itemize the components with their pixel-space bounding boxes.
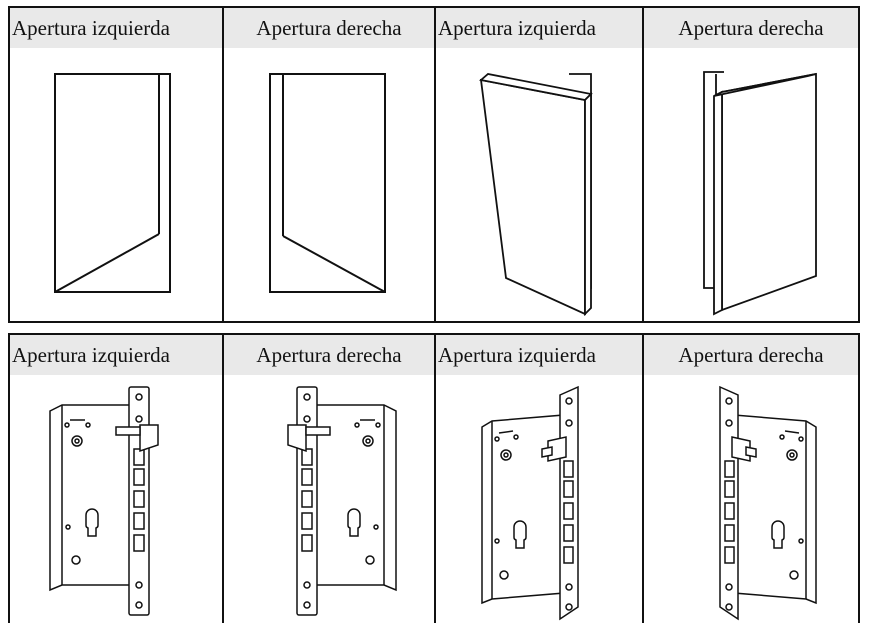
door-row: Apertura izquierda Apertura derecha xyxy=(8,6,860,323)
panel-label: Apertura izquierda xyxy=(10,8,222,48)
mortise-lock-left-angled-icon xyxy=(481,385,579,621)
panel-door-3d-left: Apertura izquierda xyxy=(436,8,644,321)
door-open-left-icon xyxy=(54,73,171,293)
panel-lock-left: Apertura izquierda xyxy=(10,335,224,623)
panel-lock-right-angled: Apertura derecha xyxy=(644,335,858,623)
panel-door-right: Apertura derecha xyxy=(224,8,436,321)
panel-label: Apertura izquierda xyxy=(436,8,642,48)
door-3d-right-icon xyxy=(703,71,817,316)
panel-door-left: Apertura izquierda xyxy=(10,8,224,321)
panel-label: Apertura derecha xyxy=(224,335,434,375)
panel-label: Apertura izquierda xyxy=(10,335,222,375)
panel-label: Apertura derecha xyxy=(644,8,858,48)
panel-door-3d-right: Apertura derecha xyxy=(644,8,858,321)
panel-lock-right: Apertura derecha xyxy=(224,335,436,623)
lock-row: Apertura izquierda xyxy=(8,333,860,623)
panel-label: Apertura derecha xyxy=(644,335,858,375)
mortise-lock-right-angled-icon xyxy=(719,385,817,621)
door-open-right-icon xyxy=(269,73,386,293)
mortise-lock-left-icon xyxy=(49,386,159,616)
panel-label: Apertura izquierda xyxy=(436,335,642,375)
panel-label: Apertura derecha xyxy=(224,8,434,48)
panel-lock-left-angled: Apertura izquierda xyxy=(436,335,644,623)
door-3d-left-icon xyxy=(478,73,593,317)
mortise-lock-right-icon xyxy=(287,386,397,616)
